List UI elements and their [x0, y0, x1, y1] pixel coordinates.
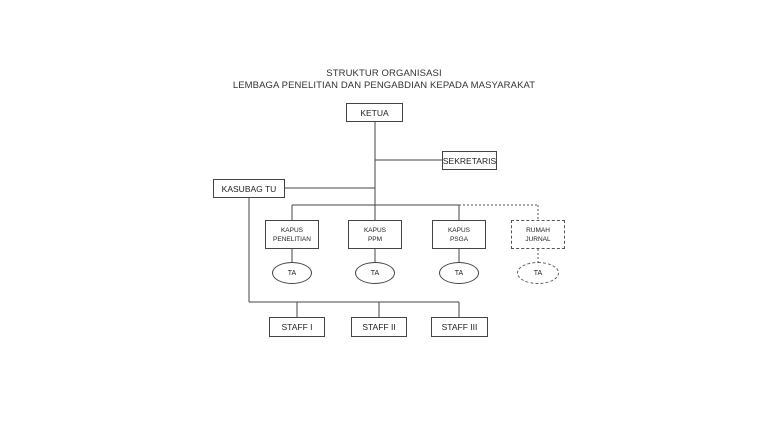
rumah-jurnal-line1: RUMAH [526, 226, 550, 234]
kapus-ppm-line1: KAPUS [363, 226, 387, 234]
kapus-ppm-box: KAPUS PPM [348, 220, 402, 249]
kapus-psga-line2: PSGA [449, 235, 469, 243]
rumah-jurnal-line2: JURNAL [525, 235, 551, 243]
kapus-penelitian-line1: KAPUS [280, 226, 304, 234]
kapus-penelitian-line2: PENELITIAN [273, 235, 311, 243]
kapus-psga-box: KAPUS PSGA [432, 220, 486, 249]
diagram-subtitle: LEMBAGA PENELITIAN DAN PENGABDIAN KEPADA… [232, 80, 536, 91]
kapus-ppm-line2: PPM [367, 235, 383, 243]
staff-3-box: STAFF III [431, 317, 488, 337]
rumah-jurnal-box: RUMAH JURNAL [511, 220, 565, 249]
diagram-title: STRUKTUR ORGANISASI [326, 68, 442, 79]
ta-rumah-jurnal-oval: TA [517, 262, 559, 284]
staff-2-box: STAFF II [351, 317, 407, 337]
kapus-psga-line1: KAPUS [447, 226, 471, 234]
ketua-box: KETUA [346, 103, 403, 122]
ta-penelitian-oval: TA [272, 262, 312, 284]
ta-ppm-oval: TA [355, 262, 395, 284]
sekretaris-box: SEKRETARIS [442, 151, 497, 170]
kasubag-tu-box: KASUBAG TU [213, 179, 285, 198]
ta-psga-oval: TA [439, 262, 479, 284]
staff-1-box: STAFF I [269, 317, 325, 337]
kapus-penelitian-box: KAPUS PENELITIAN [265, 220, 319, 249]
